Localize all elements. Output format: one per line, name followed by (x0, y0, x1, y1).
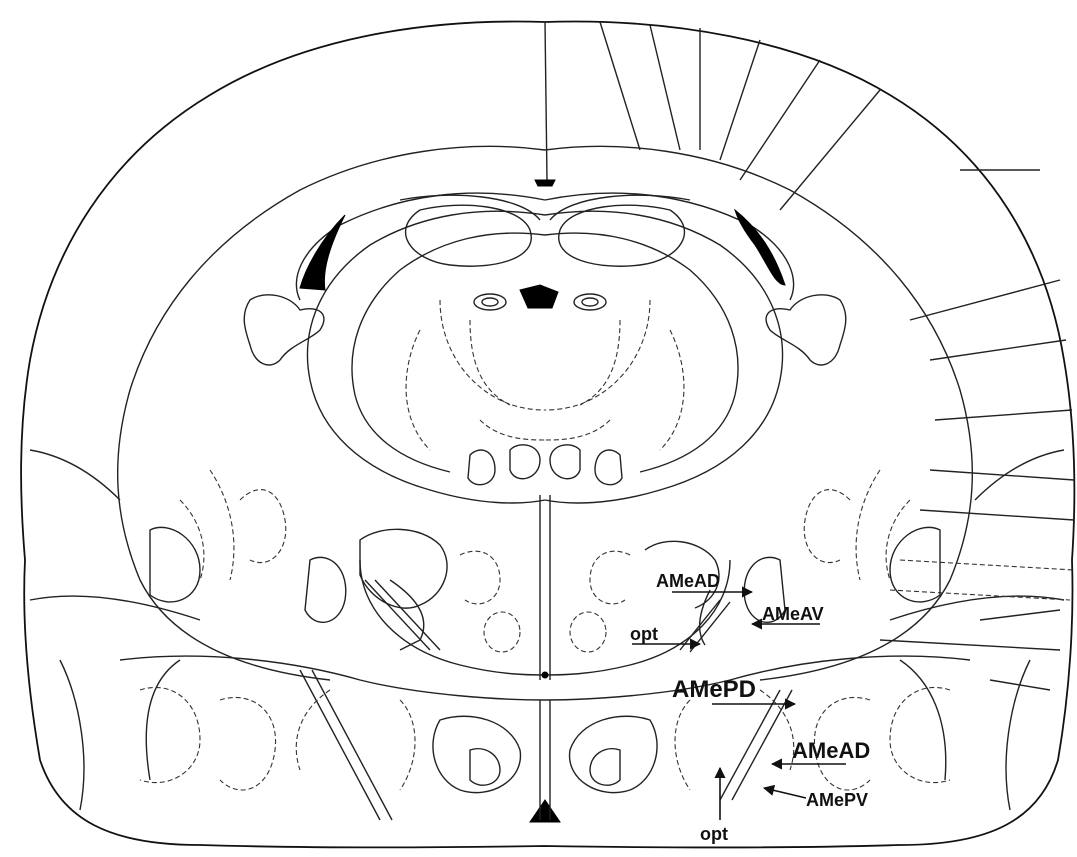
label-ameAD-lower: AMeAD (792, 738, 870, 763)
dorsal-thalamus (406, 294, 684, 485)
label-opt-upper: opt (630, 624, 658, 644)
ventral-structures (60, 656, 1030, 820)
lateral-nuclei (150, 295, 940, 623)
outer-cortex-outline (21, 22, 1074, 848)
label-opt-lower: opt (700, 824, 728, 844)
label-ameAD-upper: AMeAD (656, 571, 720, 591)
label-ameAV: AMeAV (762, 604, 824, 624)
label-amePV: AMePV (806, 790, 868, 810)
hippocampal-formation (296, 193, 793, 503)
arrow-amePV (764, 788, 806, 798)
label-amePD: AMePD (672, 676, 756, 703)
